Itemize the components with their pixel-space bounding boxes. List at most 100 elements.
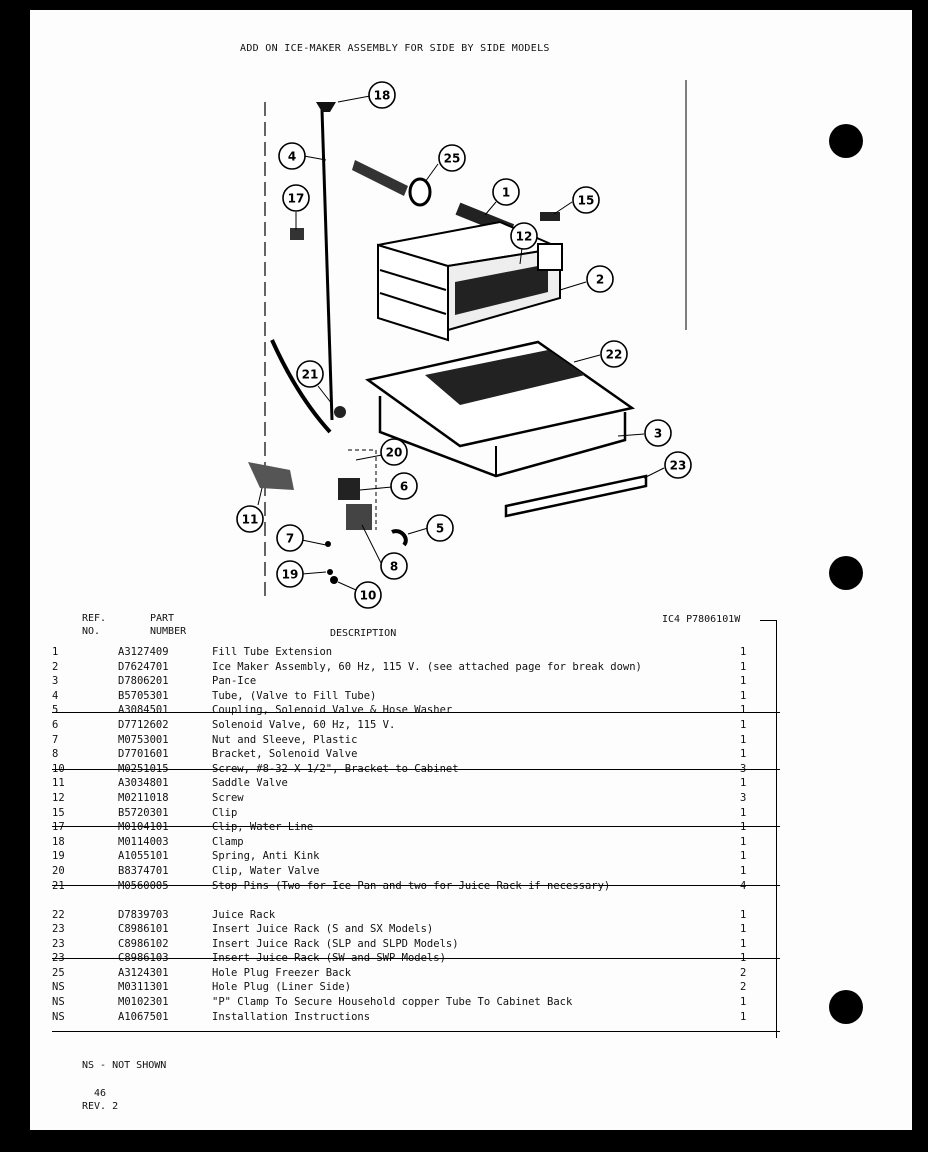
description-cell: Solenoid Valve, 60 Hz, 115 V.	[212, 718, 396, 731]
table-rule	[52, 958, 780, 959]
part-number-cell: M0251015	[118, 762, 169, 775]
solenoid-valve-part	[338, 478, 360, 500]
juice-rack-insert-part	[504, 474, 648, 518]
quantity-cell: 1	[740, 718, 747, 731]
callout-8: 8	[380, 552, 408, 580]
quantity-cell: 3	[740, 791, 747, 804]
description-cell: Clip, Water Line	[212, 821, 314, 834]
quantity-cell: 1	[740, 996, 747, 1009]
part-number-cell: A1067501	[118, 1010, 169, 1023]
callout-17: 17	[282, 184, 310, 212]
svg-text:10: 10	[360, 589, 377, 603]
ref-cell: NS	[52, 996, 65, 1009]
ref-cell: 8	[52, 748, 59, 761]
callout-7: 7	[276, 524, 304, 552]
ref-cell: 25	[52, 966, 65, 979]
description-cell: Insert Juice Rack (S and SX Models)	[212, 923, 434, 936]
description-cell: Nut and Sleeve, Plastic	[212, 733, 358, 746]
table-rule	[52, 1031, 780, 1032]
callout-22: 22	[600, 340, 628, 368]
part-number-cell: A3127409	[118, 646, 169, 658]
ref-cell: NS	[52, 1010, 65, 1023]
ref-cell: 17	[52, 821, 65, 834]
description-cell: Clamp	[212, 835, 244, 848]
callout-15: 15	[572, 186, 600, 214]
callout-12: 12	[510, 222, 538, 250]
svg-text:21: 21	[302, 368, 319, 382]
svg-text:18: 18	[374, 89, 391, 103]
part-number-cell: A3034801	[118, 777, 169, 790]
part-number-cell: M0753001	[118, 733, 169, 746]
ice-pan-part	[378, 396, 627, 478]
table-rule	[52, 826, 780, 827]
part-number-cell: D7701601	[118, 748, 169, 761]
page-number: 46	[94, 1088, 107, 1099]
binder-hole-middle	[829, 556, 863, 590]
callout-25: 25	[438, 144, 466, 172]
callout-21: 21	[296, 360, 324, 388]
description-cell: Spring, Anti Kink	[212, 850, 320, 863]
quantity-cell: 1	[740, 704, 747, 717]
part-number-cell: B5705301	[118, 689, 169, 702]
description-header: DESCRIPTION	[330, 628, 397, 639]
svg-text:5: 5	[436, 522, 444, 536]
binder-hole-bottom	[829, 990, 863, 1024]
ref-cell: 23	[52, 923, 65, 936]
callout-10: 10	[354, 581, 382, 609]
svg-text:2: 2	[596, 273, 604, 287]
ref-cell: 2	[52, 660, 59, 673]
ref-cell: 23	[52, 937, 65, 950]
part-number-cell: M0114003	[118, 835, 169, 848]
ref-no-header: REF.NO.	[82, 613, 107, 637]
binder-hole-top	[829, 124, 863, 158]
parts-sheet	[30, 10, 912, 1130]
part-number-cell: D7712602	[118, 718, 169, 731]
saddle-valve-part	[248, 462, 294, 490]
svg-text:11: 11	[242, 513, 259, 527]
quantity-cell: 1	[740, 937, 747, 950]
description-cell: Coupling, Solenoid Valve & Hose Washer	[212, 704, 453, 717]
callout-1: 1	[492, 178, 520, 206]
part-number-cell: M0211018	[118, 791, 169, 804]
quantity-cell: 3	[740, 762, 747, 775]
ref-cell: 22	[52, 908, 65, 921]
ref-cell: 4	[52, 689, 59, 702]
ref-cell: 10	[52, 762, 65, 775]
quantity-cell: 1	[740, 850, 747, 863]
page-title: ADD ON ICE-MAKER ASSEMBLY FOR SIDE BY SI…	[240, 43, 550, 54]
table-rule	[52, 712, 780, 713]
description-cell: Juice Rack	[212, 908, 276, 921]
ref-cell: 5	[52, 704, 59, 717]
callout-2: 2	[586, 265, 614, 293]
part-number-cell: D7806201	[118, 675, 169, 688]
svg-text:8: 8	[390, 560, 398, 574]
svg-text:12: 12	[516, 230, 533, 244]
svg-text:22: 22	[606, 348, 623, 362]
ref-cell: 11	[52, 777, 65, 790]
part-number-cell: A1055101	[118, 850, 169, 863]
table-row: 5 A3084501 Coupling, Solenoid Valve & Hose…	[52, 703, 812, 718]
clamp-part	[316, 102, 336, 112]
table-rule	[52, 769, 780, 770]
quantity-cell: 1	[740, 821, 747, 834]
part-number-cell: B8374701	[118, 864, 169, 877]
svg-text:20: 20	[386, 446, 403, 460]
quantity-cell: 1	[740, 675, 747, 688]
callout-20: 20	[380, 438, 408, 466]
part-number-cell: B5720301	[118, 806, 169, 819]
description-cell: Screw	[212, 791, 244, 804]
description-cell: Bracket, Solenoid Valve	[212, 748, 358, 761]
part-number-cell: A3084501	[118, 704, 169, 717]
description-cell: Ice Maker Assembly, 60 Hz, 115 V. (see a…	[212, 660, 642, 673]
ref-cell: 20	[52, 864, 65, 877]
